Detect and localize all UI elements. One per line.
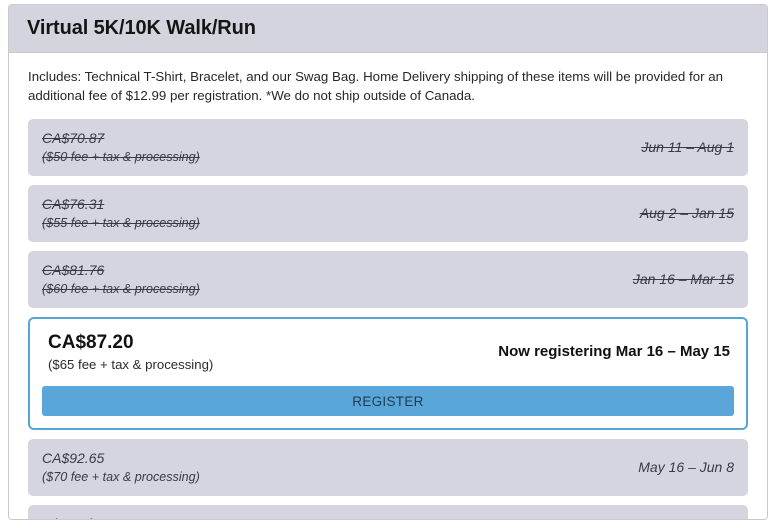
pricing-tier-row-closed: Closed Jun 9 – Jun 13: [28, 505, 748, 519]
tier-date-group: Jun 9 – Jun 13: [645, 517, 734, 519]
tier-date-group: Aug 2 – Jan 15: [640, 205, 734, 223]
tier-price-group: CA$92.65 ($70 fee + tax & processing): [42, 448, 200, 487]
tier-price-group: CA$81.76 ($60 fee + tax & processing): [42, 260, 200, 299]
tier-date-range: Jun 9 – Jun 13: [645, 518, 734, 519]
pricing-tier-row: CA$81.76 ($60 fee + tax & processing) Ja…: [28, 251, 748, 308]
tier-fee-note: ($50 fee + tax & processing): [42, 150, 200, 164]
pricing-tier-list: CA$70.87 ($50 fee + tax & processing) Ju…: [21, 119, 755, 519]
tier-price-group: CA$70.87 ($50 fee + tax & processing): [42, 128, 200, 167]
pricing-tier-row-active: CA$87.20 ($65 fee + tax & processing) No…: [28, 317, 748, 430]
register-button[interactable]: REGISTER: [42, 386, 734, 416]
tier-date-group: May 16 – Jun 8: [638, 459, 734, 477]
pricing-tier-row: CA$70.87 ($50 fee + tax & processing) Ju…: [28, 119, 748, 176]
tier-price-group: CA$76.31 ($55 fee + tax & processing): [42, 194, 200, 233]
tier-price: CA$70.87: [42, 130, 105, 146]
closed-label: Closed: [42, 517, 92, 519]
tier-fee-note: ($70 fee + tax & processing): [42, 470, 200, 484]
tier-price: CA$92.65: [42, 450, 105, 466]
tier-price-group: CA$87.20 ($65 fee + tax & processing): [48, 330, 213, 374]
tier-date-group: Jan 16 – Mar 15: [633, 271, 734, 289]
tier-price-group: Closed: [42, 517, 92, 519]
tier-date-range: Jun 11 – Aug 1: [641, 138, 734, 155]
status-badge: Now registering Mar 16 – May 15: [498, 343, 730, 360]
tier-price: CA$87.20: [48, 332, 134, 353]
includes-description: Includes: Technical T-Shirt, Bracelet, a…: [28, 69, 723, 103]
page-title: Virtual 5K/10K Walk/Run: [27, 17, 256, 39]
tier-date-group: Now registering Mar 16 – May 15: [498, 343, 730, 361]
pricing-tier-row: CA$76.31 ($55 fee + tax & processing) Au…: [28, 185, 748, 242]
active-tier-header: CA$87.20 ($65 fee + tax & processing) No…: [42, 330, 734, 374]
event-registration-card: Virtual 5K/10K Walk/Run Includes: Techni…: [8, 4, 768, 520]
card-body: Includes: Technical T-Shirt, Bracelet, a…: [9, 53, 767, 519]
tier-price: CA$76.31: [42, 196, 105, 212]
tier-date-group: Jun 11 – Aug 1: [641, 139, 734, 157]
tier-price: CA$81.76: [42, 262, 105, 278]
tier-fee-note: ($65 fee + tax & processing): [48, 357, 214, 372]
tier-date-range: May 16 – Jun 8: [638, 458, 734, 475]
tier-date-range: Jan 16 – Mar 15: [632, 270, 734, 287]
tier-date-range: Aug 2 – Jan 15: [639, 204, 734, 221]
pricing-tier-row: CA$92.65 ($70 fee + tax & processing) Ma…: [28, 439, 748, 496]
tier-fee-note: ($60 fee + tax & processing): [42, 282, 200, 296]
tier-fee-note: ($55 fee + tax & processing): [42, 216, 200, 230]
card-header: Virtual 5K/10K Walk/Run: [9, 5, 767, 53]
